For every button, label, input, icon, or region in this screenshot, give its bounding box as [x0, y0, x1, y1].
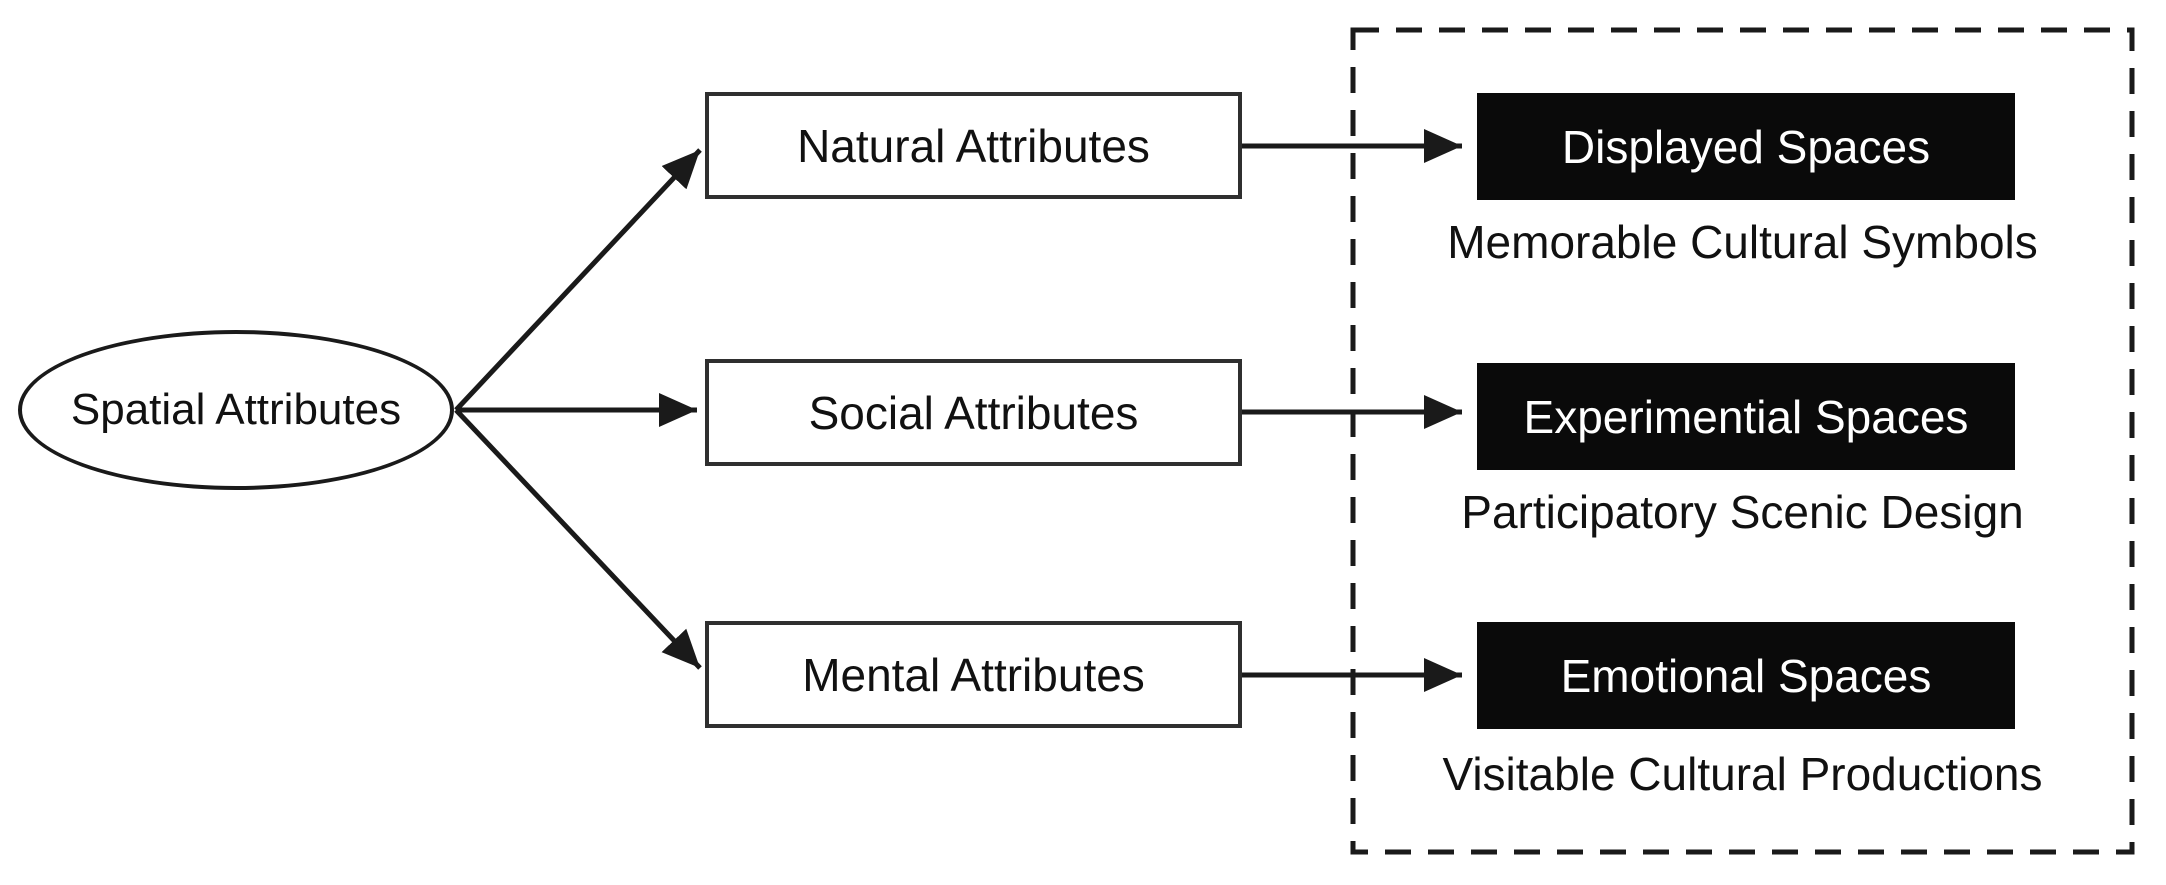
node-emotional-spaces-label: Emotional Spaces [1560, 649, 1932, 702]
node-spatial-attributes: Spatial Attributes [18, 330, 454, 490]
node-displayed-spaces: Displayed Spaces [1477, 93, 2015, 200]
node-displayed-spaces-label: Displayed Spaces [1561, 120, 1931, 173]
node-mental-attributes-label: Mental Attributes [802, 648, 1145, 701]
node-experimential-spaces: Experimential Spaces [1477, 363, 2015, 470]
caption-memorable-cultural-symbols: Memorable Cultural Symbols [1447, 216, 2038, 268]
node-spatial-attributes-label: Spatial Attributes [70, 384, 402, 434]
node-social-attributes: Social Attributes [705, 359, 1242, 466]
arrow-root-to-mental [454, 408, 702, 670]
arrow-root-to-natural [454, 148, 702, 412]
node-natural-attributes-label: Natural Attributes [797, 119, 1150, 172]
result-group-dashed-border [1350, 27, 2135, 855]
node-mental-attributes: Mental Attributes [705, 621, 1242, 728]
node-natural-attributes: Natural Attributes [705, 92, 1242, 199]
node-emotional-spaces: Emotional Spaces [1477, 622, 2015, 729]
node-experimential-spaces-label: Experimential Spaces [1523, 390, 1969, 443]
node-social-attributes-label: Social Attributes [808, 386, 1139, 439]
caption-visitable-cultural-productions: Visitable Cultural Productions [1442, 748, 2043, 800]
caption-participatory-scenic-design: Participatory Scenic Design [1461, 486, 2024, 538]
